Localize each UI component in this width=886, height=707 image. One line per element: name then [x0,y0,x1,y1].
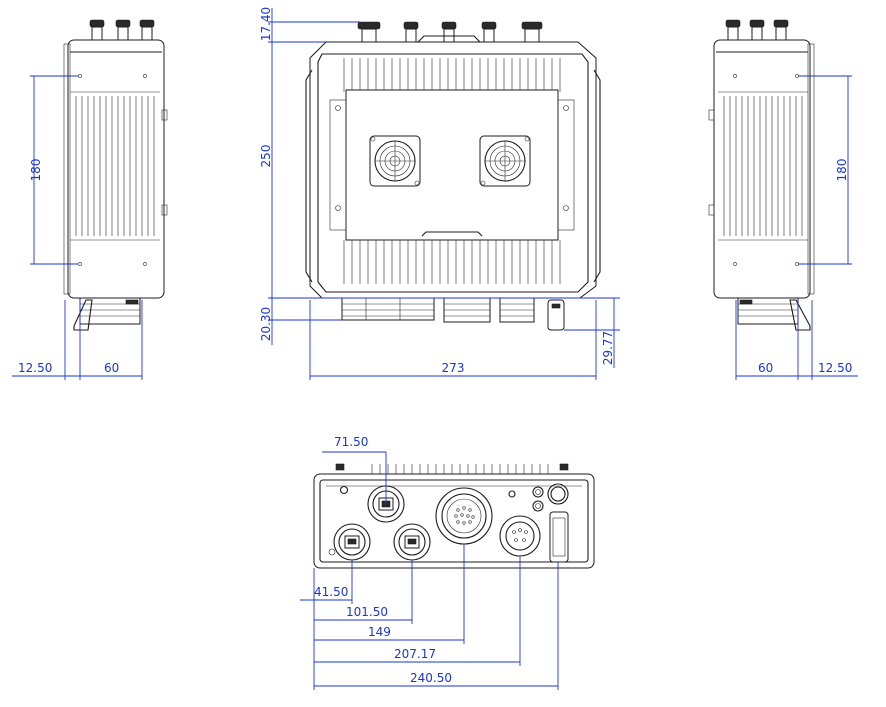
connector-240-50 [549,511,569,563]
front-bottom-connectors [341,297,565,331]
left-bottom-connectors [73,297,141,331]
right-fins [723,96,803,236]
front-fan-left [369,135,421,187]
front-bottom-connector-dim: 20.30 [259,307,273,341]
front-bottom-fins [343,240,561,284]
front-fan-right [479,135,531,187]
right-height-dim: 180 [835,159,849,182]
right-width-dim: 60 [758,361,773,375]
bottom-dim-149: 149 [368,625,391,639]
left-side-view: 180 12.50 60 [12,19,168,380]
left-fins [75,96,155,236]
left-offset-dim: 12.50 [18,361,52,375]
bottom-top-fins [371,464,549,474]
left-dims: 180 12.50 60 [12,75,143,380]
front-side-connector-dim: 29.77 [601,331,615,365]
front-height-dim: 250 [259,145,273,168]
right-side-view: 180 60 12.50 [708,19,858,380]
right-body [713,39,811,299]
front-dims: 17.40 250 20.30 29.77 273 [259,7,620,380]
right-dims: 180 60 12.50 [735,75,858,380]
bottom-view: 71.50 41.50 101.50 149 207.17 240.50 [300,435,595,690]
bottom-dim-41-50: 41.50 [314,585,348,599]
bottom-dim-71-50: 71.50 [334,435,368,449]
left-width-dim: 60 [104,361,119,375]
connector-101-50 [393,523,431,561]
bottom-dim-101-50: 101.50 [346,605,388,619]
right-offset-dim: 12.50 [818,361,852,375]
front-top-connectors [357,21,543,44]
front-width-dim: 273 [442,361,465,375]
left-height-dim: 180 [29,159,43,182]
bottom-dim-240-50: 240.50 [410,671,452,685]
left-top-connectors [89,19,155,42]
bottom-dims: 71.50 41.50 101.50 149 207.17 240.50 [300,435,559,690]
front-top-fins [343,58,561,92]
front-top-connector-dim: 17.40 [259,7,273,41]
right-bottom-connectors [737,297,811,331]
bottom-dim-207-17: 207.17 [394,647,436,661]
right-top-connectors [725,19,789,42]
left-body [67,39,165,299]
front-view: 17.40 250 20.30 29.77 273 [259,7,620,380]
